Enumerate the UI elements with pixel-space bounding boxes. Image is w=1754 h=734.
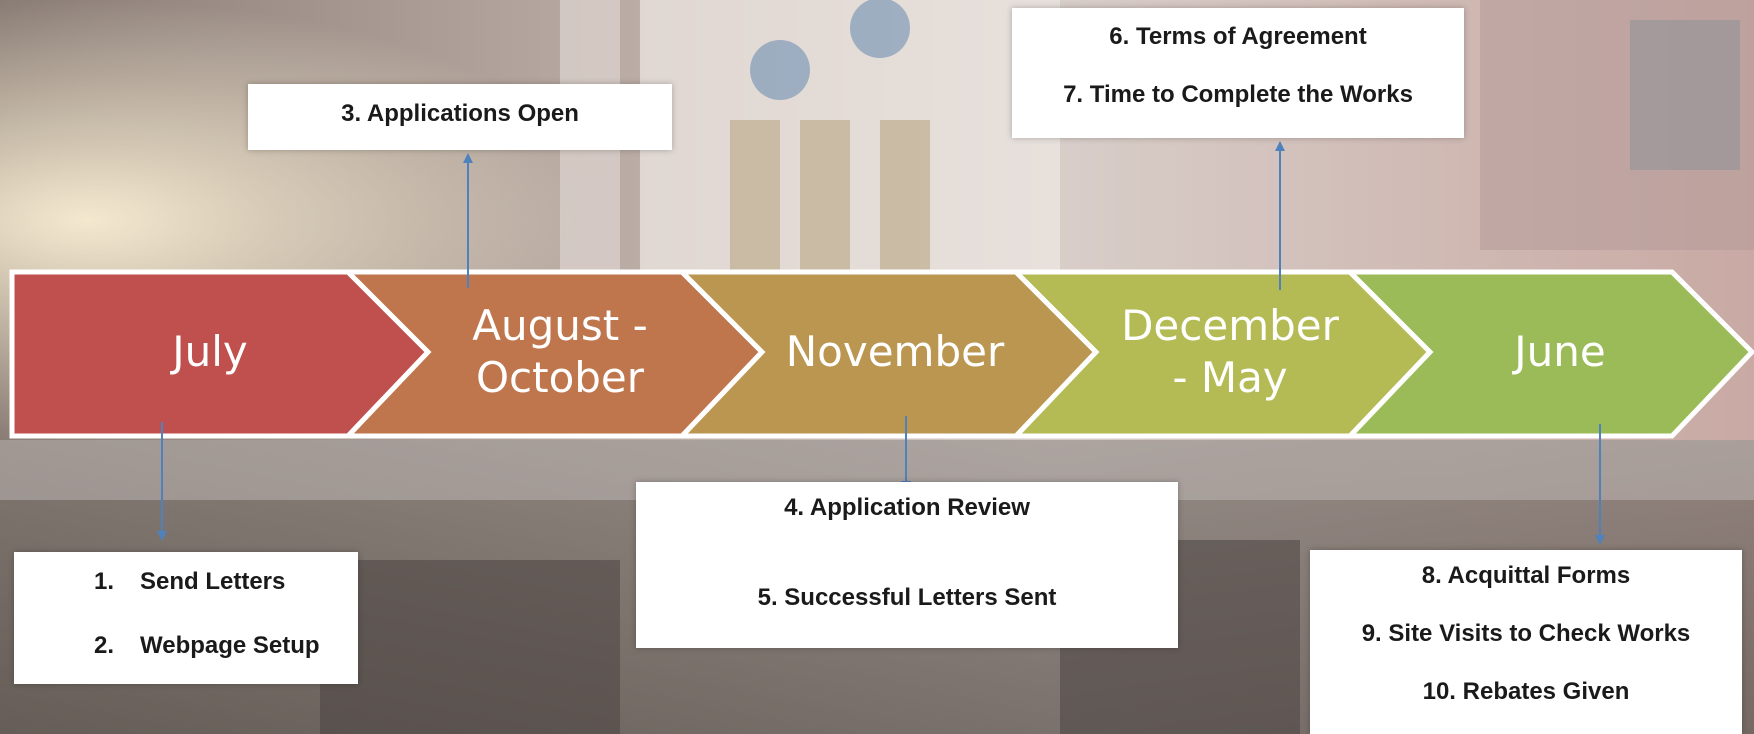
task-item: 8. Acquittal Forms (1421, 562, 1631, 589)
task-box-aug-oct: 3. Applications Open (248, 84, 672, 150)
task-box-july: 1.Send Letters 2.Webpage Setup (14, 552, 358, 684)
phase-label-june: June (1514, 327, 1606, 376)
task-item: 10. Rebates Given (1422, 678, 1630, 705)
phase-chevron-june (1343, 269, 1754, 439)
task-item: 9. Site Visits to Check Works (1361, 620, 1691, 647)
task-box-june: 8. Acquittal Forms 9. Site Visits to Che… (1310, 550, 1742, 734)
task-item: 7. Time to Complete the Works (1063, 81, 1413, 108)
task-item: 3. Applications Open (341, 100, 579, 127)
task-item: 4. Application Review (784, 494, 1030, 521)
task-box-dec-may: 6. Terms of Agreement 7. Time to Complet… (1012, 8, 1464, 138)
phase-label-nov: November (785, 327, 1005, 376)
task-item: 2.Webpage Setup (94, 632, 320, 659)
phase-label-july: July (172, 327, 248, 376)
phase-label-aug-oct: August - October (472, 301, 648, 402)
task-item: 1.Send Letters (94, 568, 286, 595)
phase-label-dec-may: December - May (1121, 301, 1339, 402)
task-box-nov: 4. Application Review 5. Successful Lett… (636, 482, 1178, 648)
task-item: 5. Successful Letters Sent (757, 584, 1057, 611)
task-item: 6. Terms of Agreement (1109, 23, 1367, 50)
